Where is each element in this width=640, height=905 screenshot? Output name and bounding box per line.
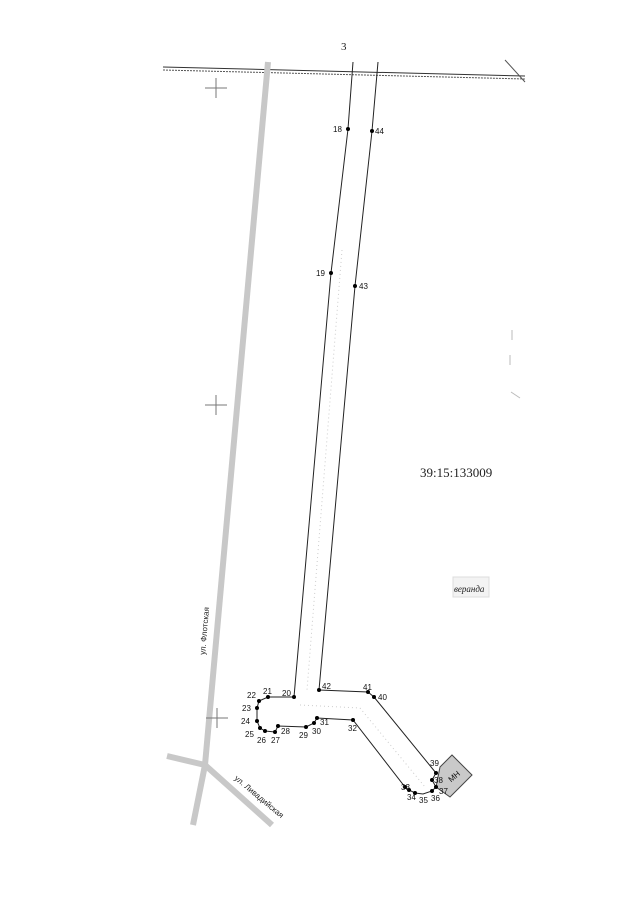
point-label: 35 bbox=[419, 796, 428, 805]
point-label: 29 bbox=[299, 731, 308, 740]
point-label: 18 bbox=[333, 125, 342, 134]
point-label: 26 bbox=[257, 736, 266, 745]
top-number-label: 3 bbox=[341, 41, 347, 53]
point-label: 33 bbox=[401, 783, 410, 792]
parcel-outline bbox=[256, 61, 437, 795]
point-label: 38 bbox=[434, 776, 443, 785]
edge-marks bbox=[509, 330, 521, 399]
point-labels: 18 19 20 21 22 23 24 25 26 27 28 29 30 3… bbox=[241, 125, 448, 805]
point-label: 39 bbox=[430, 759, 439, 768]
point-label: 42 bbox=[322, 682, 331, 691]
road-livadiyskaya bbox=[166, 753, 275, 828]
point-label: 37 bbox=[439, 787, 448, 796]
building-veranda: веранда bbox=[452, 576, 490, 598]
point-label: 25 bbox=[245, 730, 254, 739]
cadastral-number-label: 39:15:133009 bbox=[420, 465, 492, 480]
grid-crosses bbox=[205, 78, 228, 728]
point-label: 44 bbox=[375, 127, 384, 136]
point-markers bbox=[255, 127, 438, 795]
building-veranda-label: веранда bbox=[454, 584, 485, 594]
point-label: 34 bbox=[407, 793, 416, 802]
point-label: 41 bbox=[363, 683, 372, 692]
point-label: 20 bbox=[282, 689, 291, 698]
internal-dashes bbox=[299, 249, 426, 788]
road-flotskaya bbox=[190, 61, 271, 826]
street-flotskaya-label: ул. Флотская bbox=[198, 607, 211, 655]
top-boundary-line bbox=[162, 59, 526, 83]
point-label: 22 bbox=[247, 691, 256, 700]
point-label: 27 bbox=[271, 736, 280, 745]
point-label: 21 bbox=[263, 687, 272, 696]
point-label: 23 bbox=[242, 704, 251, 713]
point-label: 43 bbox=[359, 282, 368, 291]
point-label: 40 bbox=[378, 693, 387, 702]
point-label: 31 bbox=[320, 718, 329, 727]
point-label: 30 bbox=[312, 727, 321, 736]
point-label: 19 bbox=[316, 269, 325, 278]
point-label: 36 bbox=[431, 794, 440, 803]
point-label: 24 bbox=[241, 717, 250, 726]
point-label: 32 bbox=[348, 724, 357, 733]
point-label: 28 bbox=[281, 727, 290, 736]
building-mn: МН bbox=[435, 754, 473, 798]
